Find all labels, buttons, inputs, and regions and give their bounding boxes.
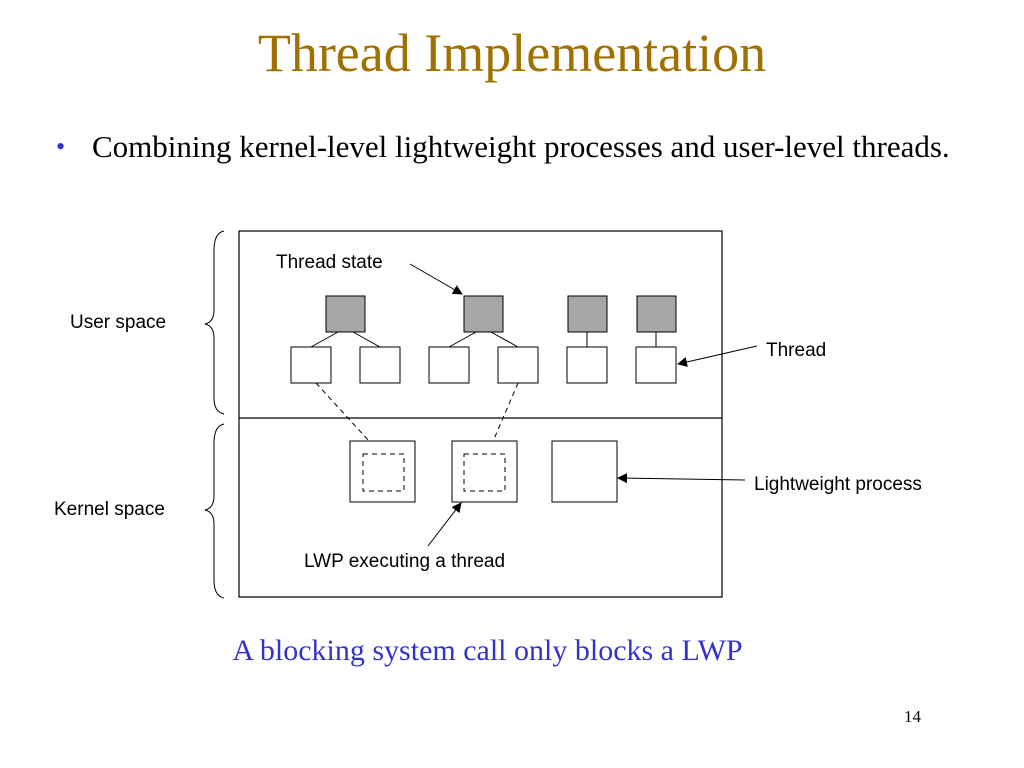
lwp-box xyxy=(451,440,518,503)
lwp-executing-arrow xyxy=(427,502,462,547)
thread-state-box xyxy=(567,295,608,333)
slide-title: Thread Implementation xyxy=(257,23,767,83)
thread-state-label: Thread state xyxy=(276,252,383,273)
thread-label: Thread xyxy=(766,340,826,361)
user-thread-box xyxy=(290,346,332,384)
kernel-space-label: Kernel space xyxy=(54,499,165,520)
lightweight-process-label: Lightweight process xyxy=(754,474,922,495)
state-thread-connector xyxy=(352,331,381,348)
thread-state-box xyxy=(325,295,366,333)
user-thread-box xyxy=(359,346,401,384)
thread-arrow xyxy=(677,345,758,367)
lwp-box xyxy=(551,440,618,503)
thread-state-box xyxy=(636,295,677,333)
user-thread-box xyxy=(635,346,677,384)
diagram-frame xyxy=(238,230,723,598)
thread-state-arrow xyxy=(409,263,463,295)
user-space-label: User space xyxy=(70,312,166,333)
thread-state-box xyxy=(463,295,504,333)
bullet-text: Combining kernel-level lightweight proce… xyxy=(92,129,950,164)
user-thread-box xyxy=(566,346,608,384)
user-space-brace xyxy=(204,230,225,415)
lwp-inner-thread xyxy=(362,453,405,492)
state-thread-connector xyxy=(448,331,477,348)
user-thread-box xyxy=(497,346,539,384)
state-thread-connector xyxy=(310,331,339,348)
state-thread-connector xyxy=(490,331,519,348)
caption: A blocking system call only blocks a LWP xyxy=(232,634,743,667)
user-thread-box xyxy=(428,346,470,384)
lwp-executing-label: LWP executing a thread xyxy=(304,551,505,572)
thread-lwp-mapping-line xyxy=(315,382,381,454)
lightweight-process-arrow xyxy=(617,473,746,484)
bullet-marker: • xyxy=(56,132,66,161)
kernel-space-brace xyxy=(204,423,225,599)
page-number: 14 xyxy=(904,707,921,726)
lwp-inner-thread xyxy=(463,453,506,492)
lwp-box xyxy=(349,440,416,503)
